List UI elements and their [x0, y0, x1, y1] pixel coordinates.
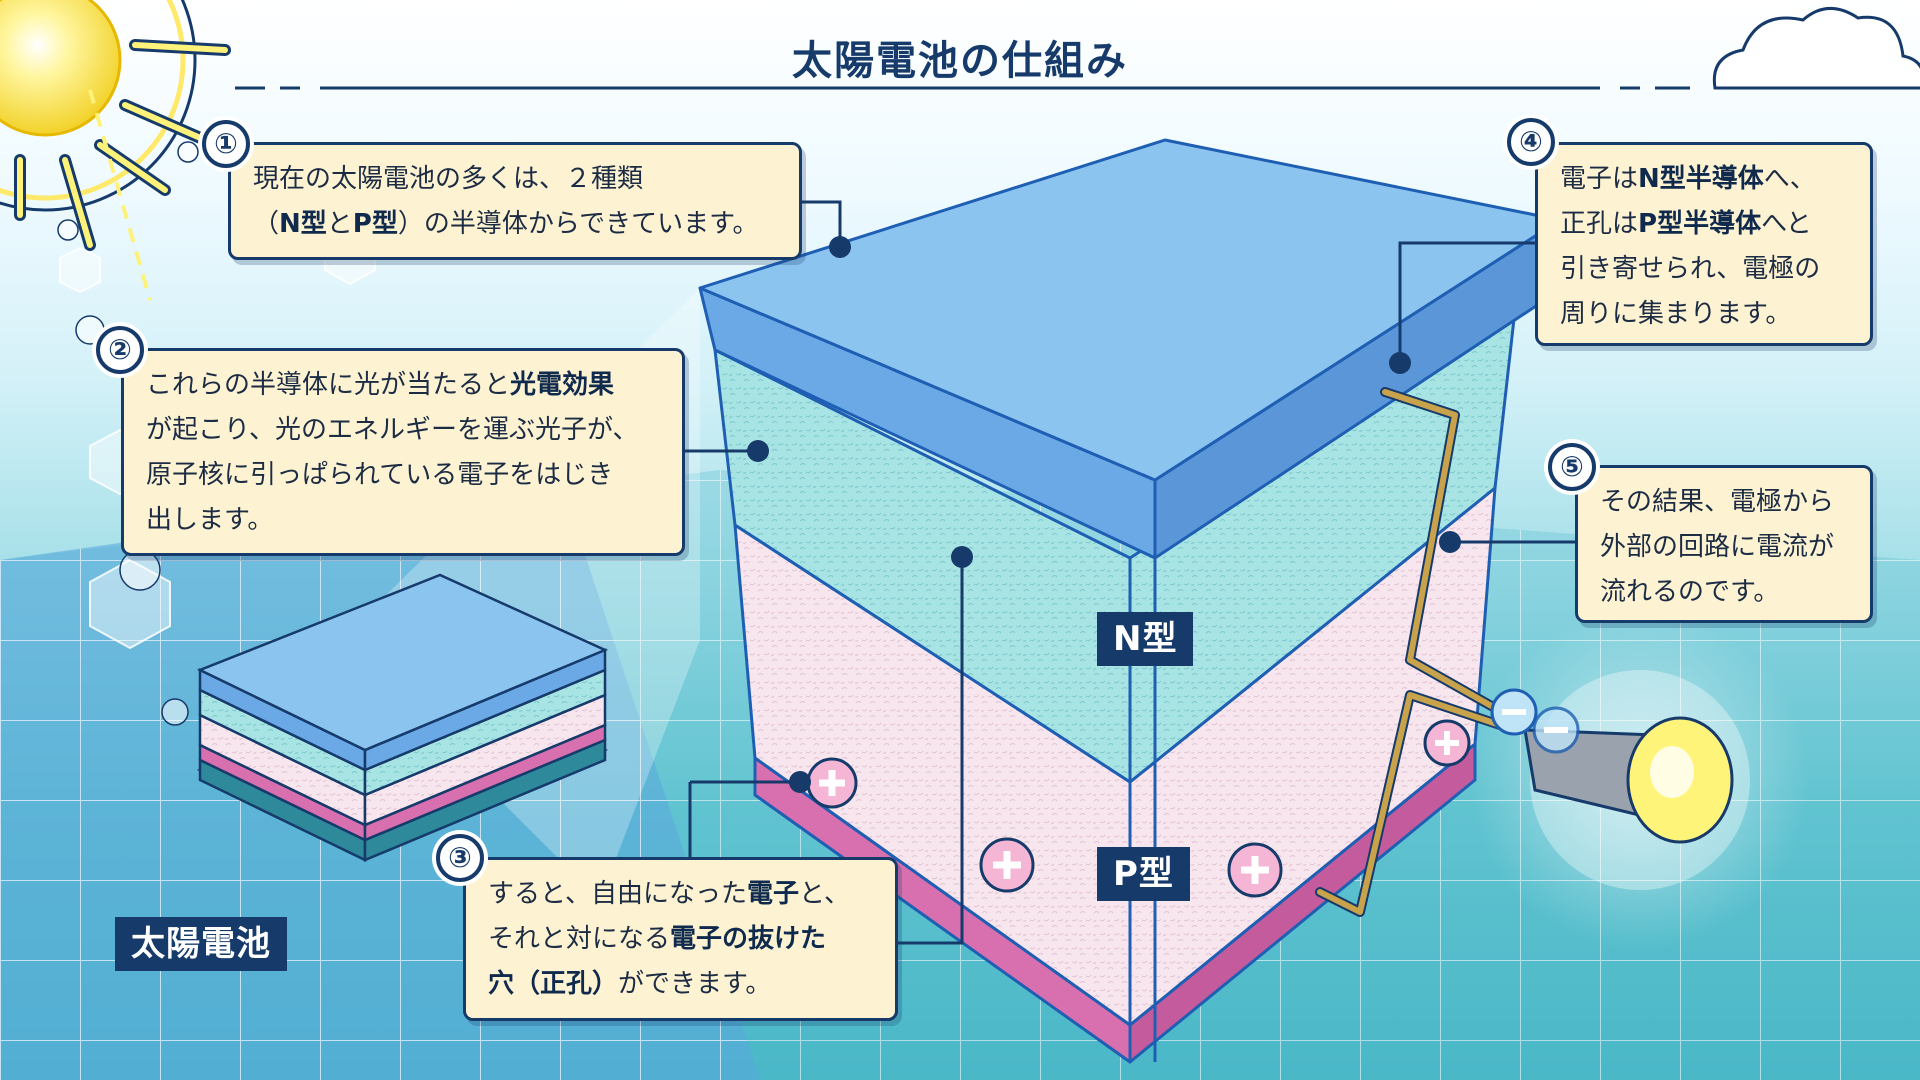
step-4-badge: ④: [1507, 118, 1555, 166]
hole-plus-icons: [806, 719, 1471, 898]
cloud-icon: [1712, 7, 1920, 90]
main-cube: [698, 138, 1562, 1064]
electron-icon: [1490, 688, 1580, 754]
hole-icon: [1227, 842, 1283, 898]
n-type-label: N型: [1097, 612, 1194, 666]
callout-2-line-3: 原子核に引っぱられている電子をはじき: [146, 460, 614, 490]
callout-5-line-3: 流れるのです。: [1600, 577, 1780, 607]
step-2-badge: ②: [96, 326, 144, 374]
callout-4-line-1: 電子はN型半導体へ、: [1560, 164, 1816, 194]
callout-leader-lines: [685, 200, 1575, 945]
sun-icon: [0, 0, 231, 301]
callout-4-line-3: 引き寄せられ、電極の: [1560, 254, 1821, 284]
callout-3: すると、自由になった電子と、 それと対になる電子の抜けた 穴（正孔）ができます。: [463, 857, 898, 1021]
callout-1-line-2: （N型とP型）の半導体からできています。: [253, 209, 759, 239]
light-bulb-icon: [1470, 610, 1810, 950]
callout-2-line-2: が起こり、光のエネルギーを運ぶ光子が、: [146, 415, 639, 445]
small-solar-cell: [196, 573, 609, 862]
step-5-badge: ⑤: [1548, 443, 1596, 491]
callout-2-line-4: 出します。: [146, 505, 274, 535]
callout-2-line-1: これらの半導体に光が当たると光電効果: [146, 370, 615, 400]
solar-cell-label: 太陽電池: [115, 917, 287, 971]
hole-icon: [806, 757, 858, 809]
callout-anchor-dots: [747, 236, 1461, 793]
bubble-decorations: [57, 141, 199, 726]
callout-3-line-2: それと対になる電子の抜けた: [488, 924, 827, 954]
page-title: 太陽電池の仕組み: [792, 38, 1128, 84]
callout-1-line-1: 現在の太陽電池の多くは、２種類: [253, 164, 644, 194]
callout-4-line-4: 周りに集まります。: [1560, 299, 1792, 329]
step-3-badge: ③: [436, 834, 484, 882]
external-circuit-wire: [1315, 387, 1530, 917]
callout-5: その結果、電極から 外部の回路に電流が 流れるのです。: [1575, 465, 1873, 623]
callout-3-line-1: すると、自由になった電子と、: [488, 879, 850, 909]
callout-4-line-2: 正孔はP型半導体へと: [1560, 209, 1812, 239]
callout-1: 現在の太陽電池の多くは、２種類 （N型とP型）の半導体からできています。: [228, 142, 802, 260]
callout-5-line-1: その結果、電極から: [1600, 487, 1835, 517]
callout-2: これらの半導体に光が当たると光電効果 が起こり、光のエネルギーを運ぶ光子が、 原…: [121, 348, 685, 556]
callout-5-line-2: 外部の回路に電流が: [1600, 532, 1835, 562]
hole-icon: [979, 837, 1035, 893]
callout-3-line-3: 穴（正孔）ができます。: [488, 969, 772, 999]
p-type-label: P型: [1097, 847, 1190, 901]
callout-4: 電子はN型半導体へ、 正孔はP型半導体へと 引き寄せられ、電極の 周りに集まりま…: [1535, 142, 1873, 346]
hole-icon: [1423, 719, 1471, 767]
step-1-badge: ①: [202, 120, 250, 168]
